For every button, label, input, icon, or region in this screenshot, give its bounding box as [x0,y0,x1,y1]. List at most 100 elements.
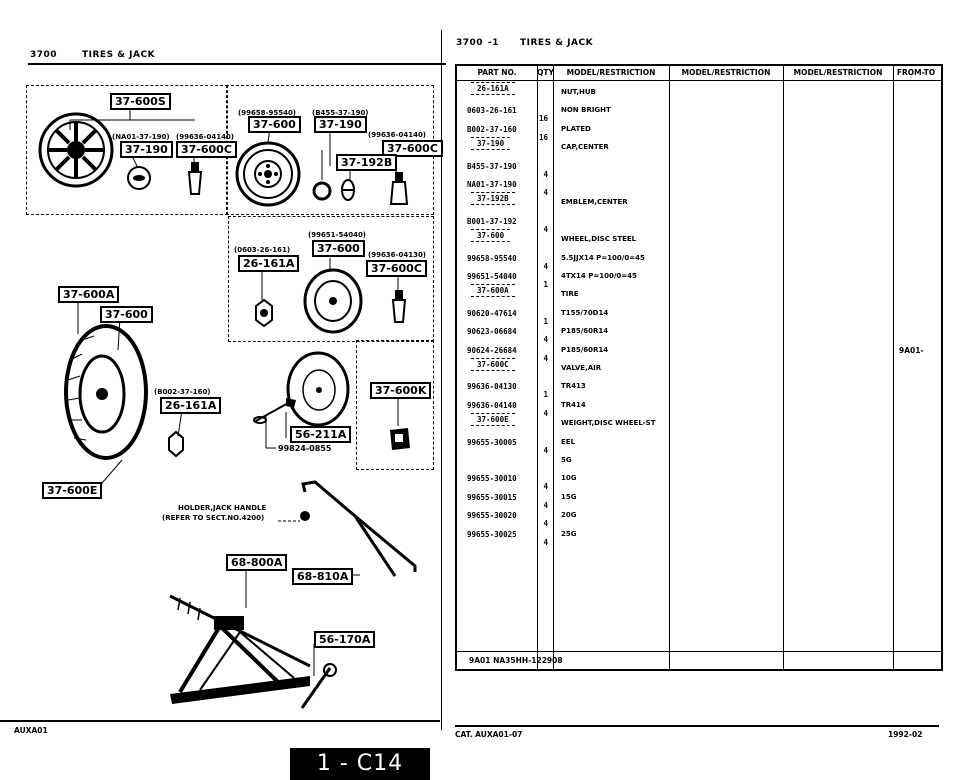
row-part-number: 90620-47614 [467,308,517,318]
callout-37-600C-c: 37-600C [366,260,427,277]
callout-68-810A: 68-810A [292,568,354,585]
row-description: 20G [561,511,577,520]
ref-99824-0855: 99824-0855 [278,444,332,453]
parts-table: PART NO. QTY MODEL/RESTRICTION MODEL/RES… [455,64,943,671]
row-description: NON BRIGHT [561,106,611,115]
row-part-number: NA01-37-190 [467,180,517,189]
tire-hub-nut-icon [168,430,184,458]
row-description: 25G [561,529,577,538]
row-description: VALVE,AIR [561,364,602,372]
callout-37-600E: 37-600E [42,482,103,499]
row-part-number: 99655-30015 [467,492,517,502]
ref-0603-26-161: (0603-26-161) [234,246,291,254]
tire-icon [64,324,148,460]
row-description: T155/70D14 [561,308,609,317]
ref-b455-37-190: (B455-37-190) [312,109,369,117]
temp-spare-icon [286,351,350,427]
callout-37-190-b: 37-190 [314,116,367,133]
page-number-box: 1 - C14 [290,748,430,780]
row-ref-box: 37-192B [471,192,515,206]
row-qty: 16 [538,132,548,142]
col-divider [537,66,538,669]
row-qty: 4 [543,353,548,363]
callout-37-600A: 37-600A [58,286,120,303]
header-part-no: PART NO. [477,68,517,77]
header-model-2: MODEL/RESTRICTION [681,68,771,77]
row-qty: 1 [543,390,548,400]
emblem-icon [341,179,355,201]
row-qty: 4 [543,445,548,455]
row-qty: 1 [543,280,548,289]
header-rule [457,80,941,81]
row-ref-box: 37-190 [471,137,511,151]
callout-37-600K: 37-600K [370,382,432,399]
header-model-3: MODEL/RESTRICTION [793,68,883,77]
row-description: WEIGHT,DISC WHEEL-ST [561,419,656,428]
right-section-mark: -1 [488,38,499,48]
col-divider [783,66,784,669]
row-part-number: B455-37-190 [467,161,517,171]
row-description: 4TX14 P=100/0=45 [561,272,637,280]
row-qty: 4 [543,408,548,418]
table-note: 9A01 NA35HH-122908 [469,656,563,665]
callout-37-600C-a: 37-600C [176,141,237,158]
row-part-number: 99655-30025 [467,529,517,539]
callout-56-170A: 56-170A [314,631,376,648]
ref-99651-54040: (99651-54040) [308,231,367,239]
jack-lever-icon [300,663,337,709]
steel-wheel-icon [235,141,301,207]
scissor-jack-icon [169,594,311,704]
row-description: 5.5JJX14 P=100/0=45 [561,253,645,262]
note-rule [457,651,941,652]
row-description: EEL [561,437,576,446]
row-description: P185/60R14 [561,345,609,354]
callout-37-600: 37-600 [248,116,301,133]
group-outline-spare [228,216,434,342]
holder-label-line1: HOLDER,JACK HANDLE [178,504,267,512]
left-section-code: 3700 [30,50,58,60]
row-description: CAP,CENTER [561,143,609,152]
left-section-title: TIRES & JACK [82,50,156,60]
row-qty: 16 [538,114,548,124]
right-section-title: TIRES & JACK [520,38,594,48]
row-ref-number: 37-600E [477,415,509,425]
row-description: 15G [561,492,577,501]
ref-99636-04140-a: (99636-04140) [176,133,235,141]
callout-56-211A: 56-211A [290,426,352,443]
row-ref-box: 37-600A [471,284,515,298]
row-part-number: B001-37-192 [467,216,517,226]
right-section-code: 3700 [456,38,484,48]
callout-26-161A-b: 26-161A [160,397,222,414]
cap-center-icon [312,181,332,201]
row-qty: 4 [543,169,548,179]
row-description: P185/60R14 [561,327,609,336]
header-from-to: FROM-TO [896,68,936,77]
left-header-rule [28,63,446,65]
ref-99636-04130: (99636-04130) [368,251,427,259]
header-qty: QTY [537,68,554,77]
row-description: NUT,HUB [561,88,596,96]
wheel-weight-icon [390,428,410,450]
row-part-number: 99655-30020 [467,511,517,521]
row-part-number: 99636-04140 [467,400,517,410]
row-qty: 4 [543,519,548,529]
row-part-number: 90624-26684 [467,345,517,355]
row-description: 10G [561,474,577,483]
jack-handle-icon [300,480,417,577]
spare-wheel-icon [303,268,363,334]
row-description: PLATED [561,124,591,133]
footer-left-code: AUXA01 [14,726,48,735]
row-description: EMBLEM,CENTER [561,198,628,207]
row-qty: 1 [543,316,548,326]
alloy-wheel-icon [38,112,114,188]
row-description: TR413 [561,382,586,391]
callout-37-190-a: 37-190 [120,141,173,158]
callout-26-161A: 26-161A [238,255,300,272]
row-ref-number: 37-600A [477,286,509,296]
ref-na01-37-190: (NA01-37-190) [112,133,170,141]
callout-37-600-tire: 37-600 [100,306,153,323]
row-description: WHEEL,DISC STEEL [561,235,637,244]
row-ref-number: 37-600C [477,360,509,369]
spare-bolt-icon [253,398,296,424]
group-outline-weight [356,340,434,470]
